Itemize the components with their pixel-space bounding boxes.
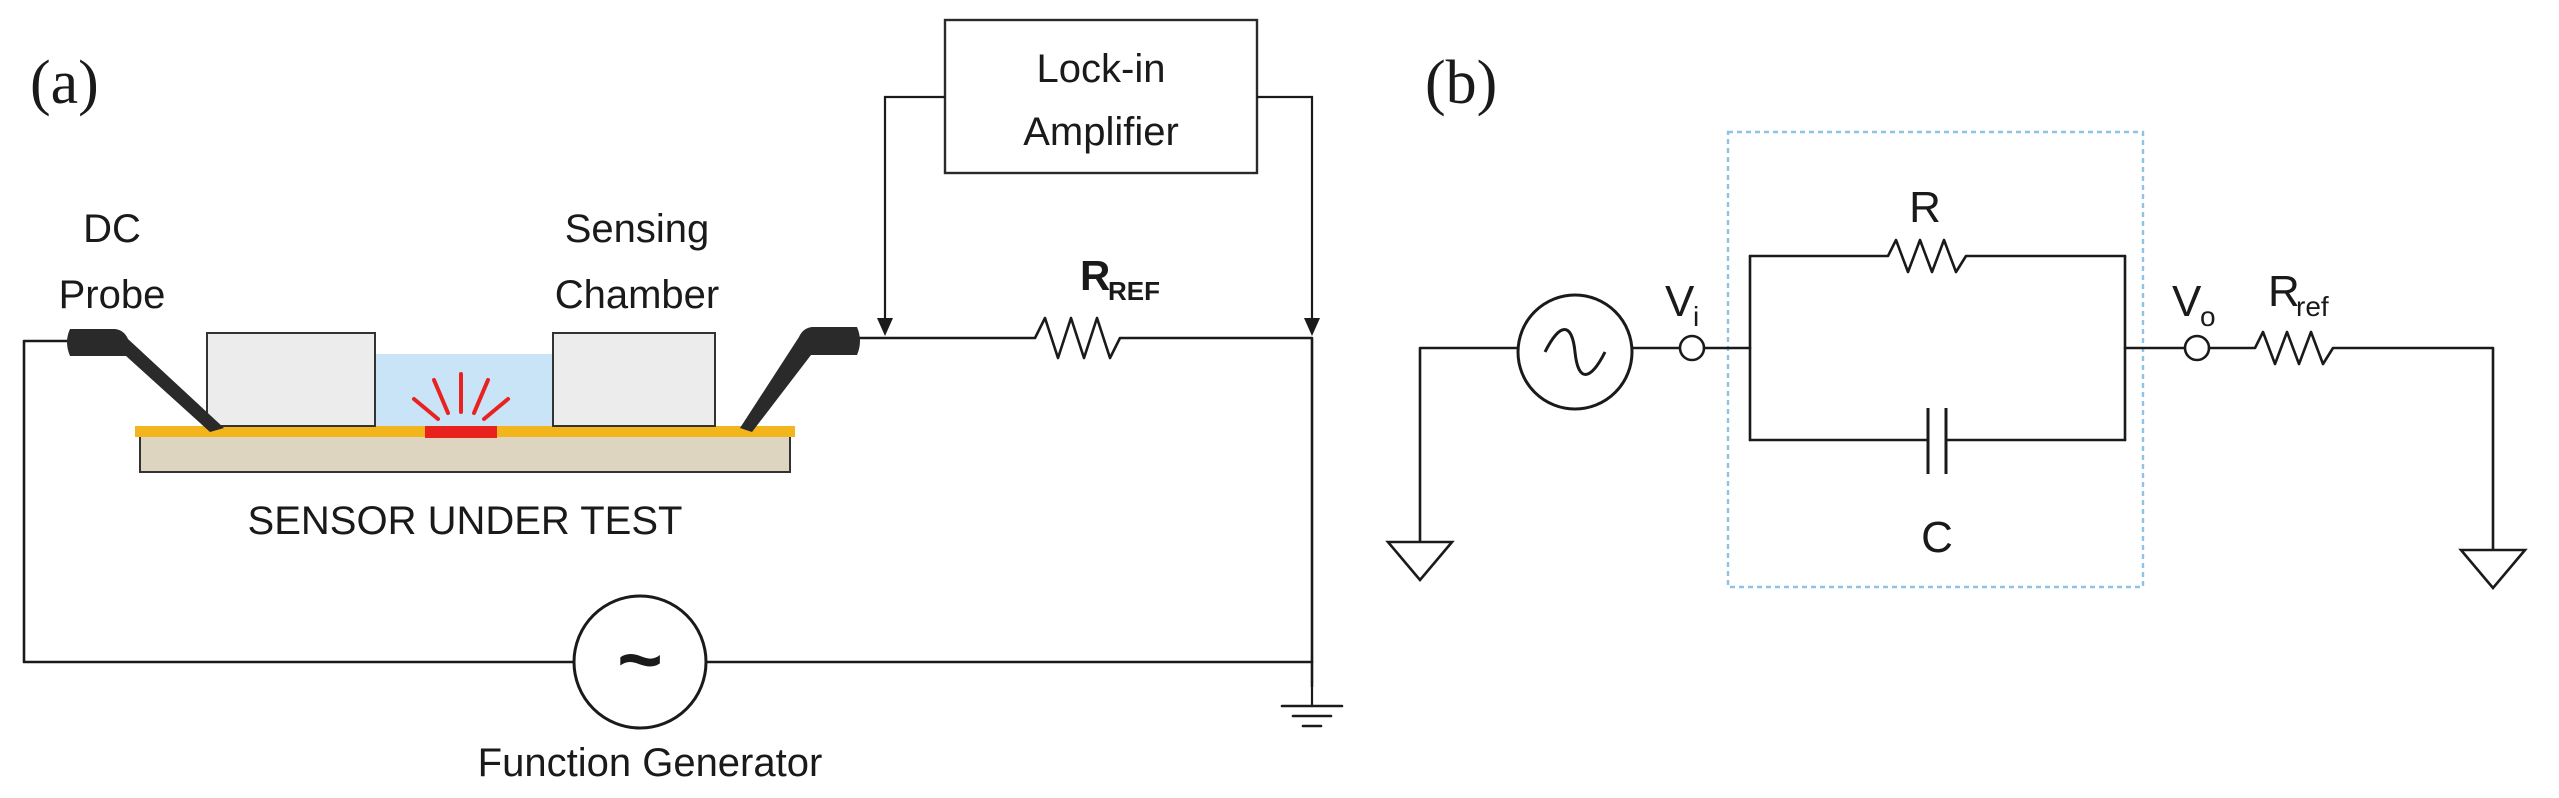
lockin-label-line2: Amplifier [1023, 110, 1179, 154]
left-ground-wire [1418, 346, 1520, 544]
function-generator-label: Function Generator [478, 741, 823, 785]
rref-b-label-sub: ref [2296, 291, 2329, 322]
rref-b-label-main: R [2268, 267, 2300, 316]
lockin-label-line1: Lock-in [1037, 47, 1166, 91]
vo-label-main: V [2172, 277, 2202, 326]
lockin-lead-right-arrow [1304, 318, 1320, 336]
panel-a: (a) Lock-in Amplifier R REF ~ Function G… [22, 18, 1344, 785]
chamber-block-right [552, 332, 716, 427]
rref-branch-b [2207, 330, 2495, 552]
capacitor-c-label: C [1921, 513, 1953, 562]
rref-label-sub: REF [1108, 276, 1160, 306]
signal-wire [853, 316, 1314, 688]
ground-triangle-right [2458, 548, 2528, 591]
probe-label-line1: DC [83, 207, 141, 251]
vi-node [1678, 334, 1706, 362]
chamber-block-left [206, 332, 376, 427]
panel-b: (b) V i R C V o R ref [1385, 49, 2528, 591]
dc-probe-right [740, 327, 860, 432]
lockin-lead-left [883, 95, 945, 322]
ac-source-sine [1543, 328, 1607, 376]
panel-a-label: (a) [30, 49, 99, 117]
chamber-liquid [375, 354, 553, 426]
rref-label-main: R [1080, 252, 1110, 299]
lockin-lead-left-arrow [877, 318, 893, 336]
emission-rays [412, 372, 510, 421]
sensing-film [425, 426, 497, 438]
chamber-label-line2: Chamber [555, 273, 720, 317]
vo-label-sub: o [2200, 301, 2216, 332]
return-wire [22, 339, 575, 664]
function-generator-symbol [572, 594, 708, 730]
function-generator-tilde: ~ [617, 615, 663, 703]
impedance-boundary-box [1726, 130, 2145, 589]
dc-probe-left [67, 329, 224, 432]
vo-node [2183, 334, 2211, 362]
resistor-r-label: R [1909, 183, 1941, 232]
ground-symbol-a [1280, 686, 1344, 728]
ground-triangle-left [1385, 540, 1455, 583]
chamber-label-line1: Sensing [565, 207, 710, 251]
vi-label-main: V [1665, 277, 1695, 326]
sensor-label: SENSOR UNDER TEST [248, 499, 683, 543]
vi-label-sub: i [1693, 301, 1699, 332]
sensor-substrate [139, 435, 791, 473]
probe-label-line2: Probe [59, 273, 166, 317]
resistor-r-branch [1748, 238, 2127, 274]
lockin-amplifier-box [943, 18, 1259, 175]
panel-b-label: (b) [1425, 49, 1497, 117]
lockin-lead-right [1257, 95, 1314, 322]
